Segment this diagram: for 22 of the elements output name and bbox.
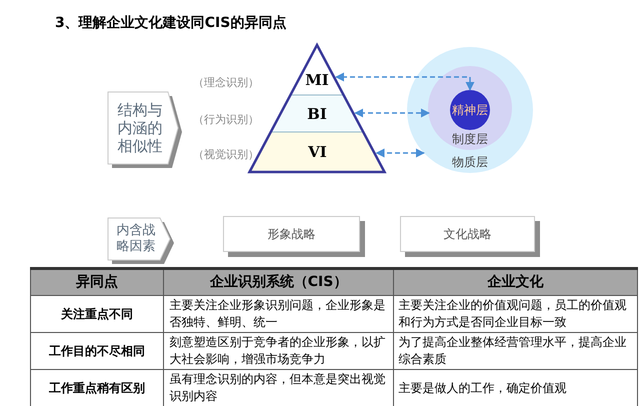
table-cell: 刻意塑造区别于竞争者的企业形象，以扩大社会影响，增强市场竞争力 [164, 332, 394, 370]
pyramid-layer: BI [271, 95, 363, 132]
dashed-arrow [354, 108, 430, 118]
title: 3、理解企业文化建设同CIS的异同点 [55, 14, 286, 32]
table-cell: 主要关注企业的价值观问题，员工的价值观和行为方式是否同企业目标一致 [393, 296, 638, 332]
row-header-cell: 工作目的不尽相同 [30, 332, 164, 370]
table-cell: 主要关注企业形象识别问题，企业形象是否独特、鲜明、统一 [164, 296, 394, 332]
row-header-cell: 关注重点不同 [30, 296, 164, 332]
dashed-arrow [335, 72, 474, 91]
side-label: （行为识别） [193, 112, 259, 127]
side-label: （理念识别） [193, 75, 259, 90]
layer-label: 精神层 [452, 102, 488, 119]
header-cell: 企业文化 [393, 268, 638, 296]
header-cell: 异同点 [30, 268, 164, 296]
row-header-cell: 工作重点稍有区别 [30, 370, 164, 406]
table-cell: 为了提高企业整体经营管理水平，提高企业综合素质 [393, 332, 638, 370]
pyramid-layer: MI [290, 45, 344, 95]
layer-label: 物质层 [452, 154, 488, 171]
side-label: （视觉识别） [193, 147, 259, 162]
layer-label: 制度层 [452, 131, 488, 148]
dashed-arrow [376, 148, 425, 158]
header-cell: 企业识别系统（CIS） [164, 268, 394, 296]
